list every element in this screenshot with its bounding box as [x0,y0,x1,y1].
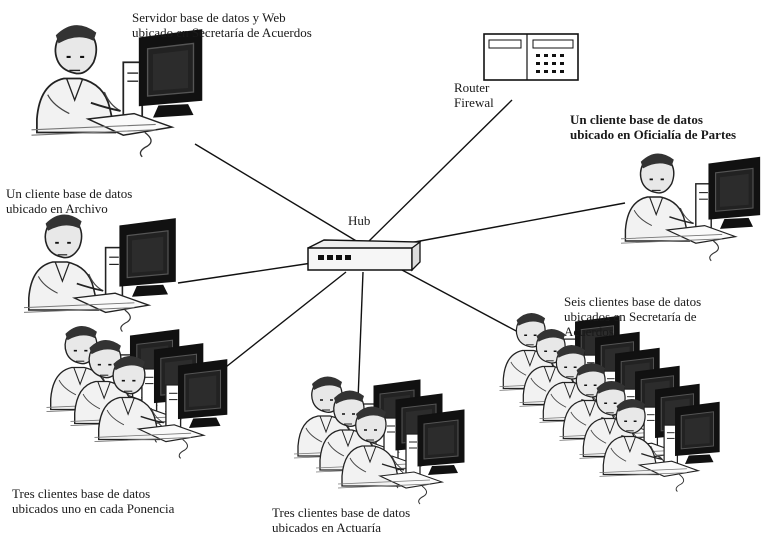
label-secretaria6: Seis clientes base de datos ubicados en … [564,294,701,339]
label-secretaria6-line-3: Acuerdos [564,324,614,339]
label-actuaria-line-1: Tres clientes base de datos [272,505,411,520]
label-router-line-1: Router [454,80,490,95]
label-router-line-2: Firewal [454,95,494,110]
link-ponencia [211,271,347,379]
label-server: Servidor base de datos y Web ubicado en … [132,10,312,40]
client-archivo [23,213,177,333]
hub-port-4 [345,255,351,260]
label-ponencia: Tres clientes base de datos ubicados uno… [12,486,174,516]
link-server [194,143,359,243]
label-ponencia-line-2: ubicados uno en cada Ponencia [12,501,175,516]
label-ponencia-line-1: Tres clientes base de datos [12,486,151,501]
router-firewall-device [483,33,579,81]
link-oficialia [403,202,626,245]
link-archivo [177,262,313,284]
label-server-line-1: Servidor base de datos y Web [132,10,286,25]
link-actuaria [357,271,364,401]
label-oficialia: Un cliente base de datos ubicado en Ofic… [570,112,736,142]
label-archivo-line-1: Un cliente base de datos [6,186,133,201]
label-secretaria6-line-1: Seis clientes base de datos [564,294,702,309]
label-oficialia-line-1: Un cliente base de datos [570,112,703,127]
link-router [367,99,513,243]
hub-device [307,239,422,272]
label-actuaria-line-2: ubicados en Actuaría [272,520,382,535]
label-router: Router Firewal [454,80,494,110]
hub-port-3 [336,255,342,260]
clients-ponencia [45,325,228,460]
hub-port-2 [327,255,333,260]
label-hub: Hub [348,213,371,228]
label-server-line-2: ubicado en Secretaría de Acuerdos [132,25,312,40]
label-secretaria6-line-2: ubicados en Secretaría de [564,309,697,324]
clients-secretaria [498,312,720,493]
client-oficialia [620,152,761,262]
label-oficialia-line-2: ubicado en Oficialía de Partes [570,127,737,142]
label-actuaria: Tres clientes base de datos ubicados en … [272,505,410,535]
clients-actuaria [293,375,465,505]
server-workstation [30,24,203,158]
hub-port-1 [318,255,324,260]
label-archivo: Un cliente base de datos ubicado en Arch… [6,186,132,216]
label-archivo-line-2: ubicado en Archivo [6,201,108,216]
